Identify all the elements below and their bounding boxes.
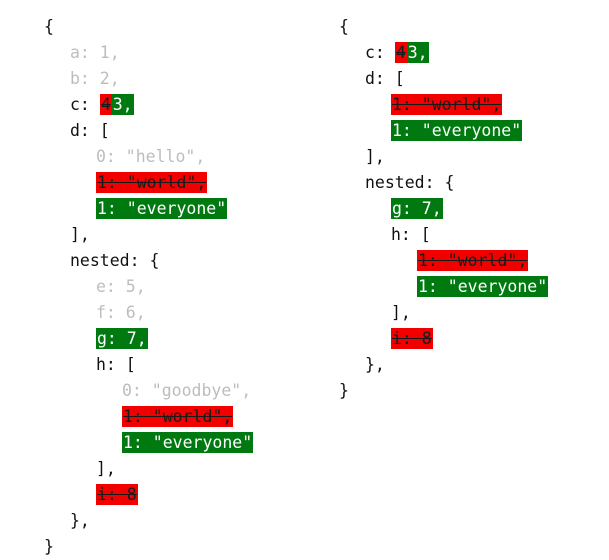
structural-text: h: [ xyxy=(96,355,136,374)
diff-line: g: 7, xyxy=(339,196,548,222)
structural-text: nested: { xyxy=(365,173,455,192)
unchanged-fragment: e: 5, xyxy=(96,277,146,296)
diff-line: 1: "world", xyxy=(44,404,253,430)
diff-line: { xyxy=(339,14,548,40)
structural-text: ], xyxy=(96,459,116,478)
structural-text: h: [ xyxy=(391,225,431,244)
deleted-fragment: i: 8 xyxy=(96,484,138,505)
inserted-fragment: g: 7, xyxy=(96,328,148,349)
structural-text: ], xyxy=(391,303,411,322)
diff-line: i: 8 xyxy=(339,326,548,352)
diff-line: { xyxy=(44,14,253,40)
inserted-fragment: 3, xyxy=(111,94,134,115)
structural-text: }, xyxy=(70,511,90,530)
structural-text: c: xyxy=(70,95,100,114)
diff-line: }, xyxy=(339,352,548,378)
diff-line: 1: "everyone" xyxy=(339,118,548,144)
structural-text: d: [ xyxy=(70,121,110,140)
diff-line: e: 5, xyxy=(44,274,253,300)
diff-line: h: [ xyxy=(339,222,548,248)
structural-text: c: xyxy=(365,43,395,62)
diff-line: f: 6, xyxy=(44,300,253,326)
diff-line: d: [ xyxy=(339,66,548,92)
diff-line: 1: "everyone" xyxy=(44,196,253,222)
inserted-fragment: 1: "everyone" xyxy=(122,432,254,453)
diff-line: 0: "goodbye", xyxy=(44,378,253,404)
diff-line: g: 7, xyxy=(44,326,253,352)
diff-line: i: 8 xyxy=(44,482,253,508)
diff-line: 0: "hello", xyxy=(44,144,253,170)
unchanged-fragment: 0: "goodbye", xyxy=(122,381,252,400)
diff-line: nested: { xyxy=(44,248,253,274)
deleted-fragment: 1: "world", xyxy=(122,406,234,427)
deleted-fragment: 4 xyxy=(394,42,407,63)
inserted-fragment: g: 7, xyxy=(391,198,443,219)
diff-line: 1: "world", xyxy=(339,92,548,118)
inserted-fragment: 1: "everyone" xyxy=(417,276,549,297)
diff-line: ], xyxy=(44,222,253,248)
deleted-fragment: 1: "world", xyxy=(391,94,503,115)
structural-text: ], xyxy=(365,147,385,166)
diff-line: 1: "everyone" xyxy=(339,274,549,300)
deleted-fragment: i: 8 xyxy=(391,328,433,349)
deleted-fragment: 1: "world", xyxy=(417,250,529,271)
diff-line: }, xyxy=(44,508,253,534)
diff-line: 1: "world", xyxy=(44,170,253,196)
inserted-fragment: 1: "everyone" xyxy=(96,198,228,219)
unchanged-fragment: 0: "hello", xyxy=(96,147,206,166)
structural-text: { xyxy=(44,17,54,36)
diff-line: b: 2, xyxy=(44,66,253,92)
diff-line: a: 1, xyxy=(44,40,253,66)
diff-line: 1: "world", xyxy=(339,248,548,274)
deleted-fragment: 4 xyxy=(99,94,112,115)
diff-line: h: [ xyxy=(44,352,253,378)
structural-text: nested: { xyxy=(70,251,160,270)
diff-line: ], xyxy=(44,456,253,482)
structural-text: { xyxy=(339,17,349,36)
deleted-fragment: 1: "world", xyxy=(96,172,208,193)
structural-text: } xyxy=(44,537,54,556)
diff-line: d: [ xyxy=(44,118,253,144)
unchanged-fragment: b: 2, xyxy=(70,69,120,88)
diff-line: 1: "everyone" xyxy=(44,430,254,456)
structural-text: ], xyxy=(70,225,90,244)
unchanged-fragment: f: 6, xyxy=(96,303,146,322)
diff-line: nested: { xyxy=(339,170,548,196)
diff-line: } xyxy=(339,378,548,404)
diff-line: ], xyxy=(339,144,548,170)
structural-text: d: [ xyxy=(365,69,405,88)
diff-line: ], xyxy=(339,300,548,326)
structural-text: }, xyxy=(365,355,385,374)
structural-text: } xyxy=(339,381,349,400)
inserted-fragment: 1: "everyone" xyxy=(391,120,523,141)
unchanged-fragment: a: 1, xyxy=(70,43,120,62)
inserted-fragment: 3, xyxy=(406,42,429,63)
diff-line: } xyxy=(44,534,253,560)
